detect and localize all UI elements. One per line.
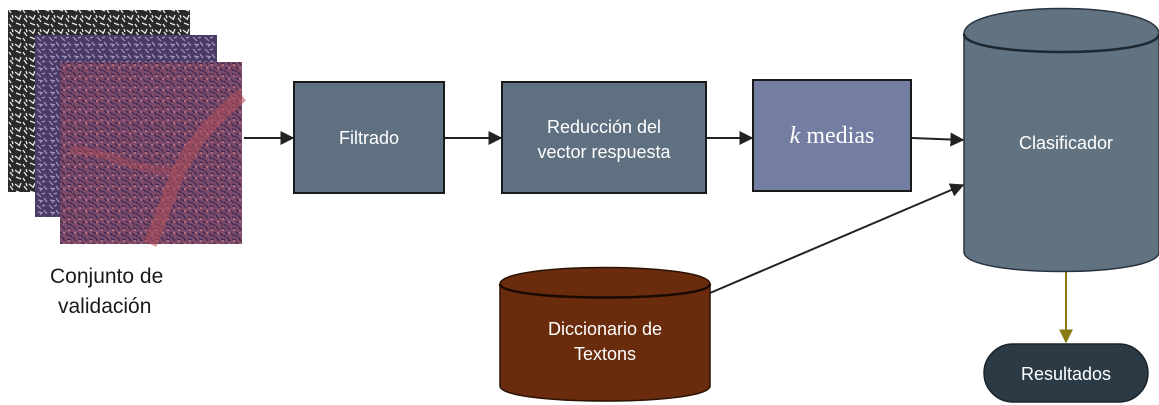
reduction-label-line1: Reducción del bbox=[547, 117, 661, 137]
filtering-step: Filtrado bbox=[293, 81, 445, 194]
classifier-cylinder: Clasificador bbox=[962, 7, 1159, 273]
svg-text:k medias: k medias bbox=[790, 123, 875, 149]
arrow-dictionary-to-classifier bbox=[709, 183, 965, 294]
filtering-label: Filtrado bbox=[339, 128, 399, 148]
texture-image-front bbox=[60, 62, 242, 244]
kmeans-word: medias bbox=[806, 123, 874, 149]
arrow-kmeans-to-classifier bbox=[911, 132, 965, 147]
classifier-label: Clasificador bbox=[1019, 133, 1113, 153]
reduction-step: Reducción del vector respuesta bbox=[501, 81, 707, 194]
input-set-label-line1: Conjunto de bbox=[50, 265, 163, 288]
results-node: Resultados bbox=[983, 343, 1149, 403]
kmeans-step: k medias bbox=[752, 79, 912, 192]
input-image-stack bbox=[8, 10, 247, 247]
tissue-streak bbox=[143, 89, 247, 247]
dictionary-cylinder: Diccionario de Textons bbox=[498, 266, 712, 402]
input-set-label-line2: validación bbox=[58, 295, 151, 318]
dictionary-label-line2: Textons bbox=[574, 344, 636, 364]
results-label: Resultados bbox=[1021, 364, 1111, 384]
dictionary-label-line1: Diccionario de bbox=[548, 319, 662, 339]
reduction-label-line2: vector respuesta bbox=[537, 142, 671, 162]
kmeans-variable: k bbox=[790, 123, 801, 149]
